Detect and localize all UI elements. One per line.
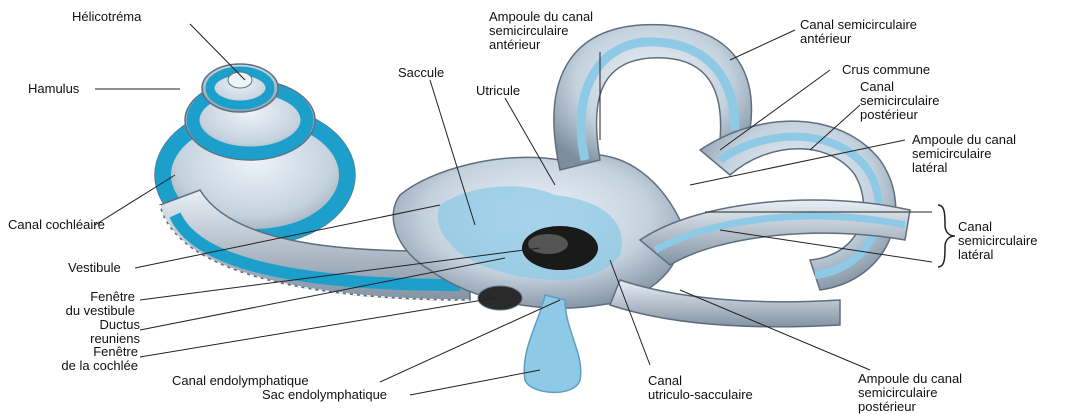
label-canal-cochleaire: Canal cochléaire bbox=[8, 218, 105, 232]
label-canal-utriculo-sacculaire: Canal utriculo-sacculaire bbox=[648, 374, 753, 402]
label-sac-endolymphatique: Sac endolymphatique bbox=[262, 388, 387, 402]
label-ampoule-posterieur: Ampoule du canal semicirculaire postérie… bbox=[858, 372, 962, 414]
label-ductus-reuniens: Ductus reuniens bbox=[60, 318, 140, 346]
label-fenetre-vestibule: Fenêtre du vestibule bbox=[35, 290, 135, 318]
label-ampoule-lateral: Ampoule du canal semicirculaire latéral bbox=[912, 133, 1016, 175]
endolymphatic-sac bbox=[524, 295, 581, 392]
label-canal-endolymphatique: Canal endolymphatique bbox=[172, 374, 309, 388]
label-canal-lateral: Canal semicirculaire latéral bbox=[958, 220, 1037, 262]
label-vestibule: Vestibule bbox=[68, 261, 121, 275]
label-crus-commune: Crus commune bbox=[842, 63, 930, 77]
label-hamulus: Hamulus bbox=[28, 82, 79, 96]
lateral-canal-brace bbox=[938, 205, 955, 267]
label-saccule: Saccule bbox=[398, 66, 444, 80]
label-ampoule-anterieur: Ampoule du canal semicirculaire antérieu… bbox=[489, 10, 593, 52]
label-canal-posterieur: Canal semicirculaire postérieur bbox=[860, 80, 939, 122]
label-helicotrema: Hélicotréma bbox=[72, 10, 141, 24]
label-fenetre-cochlee: Fenêtre de la cochlée bbox=[38, 345, 138, 373]
label-canal-anterieur: Canal semicirculaire antérieur bbox=[800, 18, 917, 46]
label-utricule: Utricule bbox=[476, 84, 520, 98]
